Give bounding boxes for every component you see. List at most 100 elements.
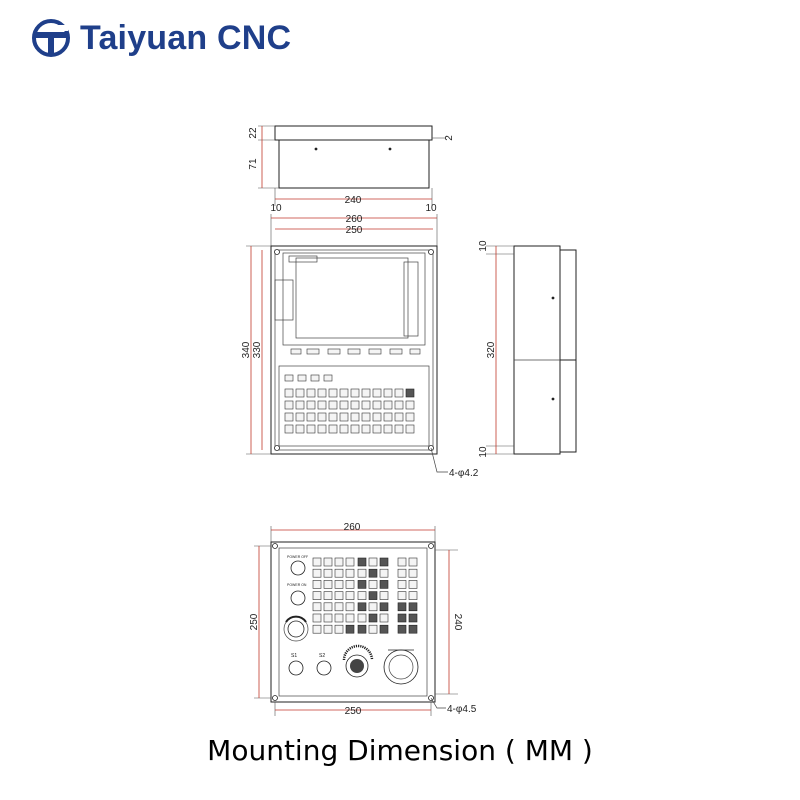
keypad-key [383, 412, 393, 422]
keypad-key [323, 602, 333, 612]
mount-hole [428, 543, 434, 549]
keypad-key [345, 602, 355, 612]
keypad-key [350, 412, 360, 422]
keypad-key [405, 388, 415, 398]
power-off-button-icon [290, 560, 306, 576]
side-view-body [513, 245, 561, 455]
keypad-key [379, 602, 389, 612]
dim-panel-inner-width: 250 [345, 706, 362, 717]
keypad-key [383, 400, 393, 410]
keypad-key [357, 624, 367, 634]
dim-front-outer-width: 260 [346, 214, 363, 225]
dim-front-inner-height: 330 [252, 341, 263, 358]
keypad-key [284, 424, 294, 434]
keypad-key [334, 568, 344, 578]
keypad-key [334, 580, 344, 589]
keypad-key [368, 613, 378, 623]
dim-front-inner-width: 250 [346, 225, 363, 236]
keypad-key [323, 624, 333, 634]
keypad-key [284, 412, 294, 422]
panel-keypad [312, 557, 418, 634]
keypad-key [323, 591, 333, 600]
mount-hole [272, 543, 278, 549]
keypad-key [368, 568, 378, 578]
dim-panel-height-left: 250 [249, 613, 260, 630]
keypad-key [312, 624, 322, 634]
mount-hole [274, 445, 280, 451]
keypad-key [394, 412, 404, 422]
keypad-key [368, 624, 378, 634]
keypad-key [405, 412, 415, 422]
keypad-key [394, 424, 404, 434]
keypad-key [312, 591, 322, 600]
panel-hole-note: 4-φ4.5 [447, 704, 477, 715]
power-on-label: POWER ON [287, 583, 307, 587]
keypad-key [323, 613, 333, 623]
keypad-key [357, 580, 367, 589]
keypad-key [408, 557, 418, 567]
keypad-key [284, 400, 294, 410]
keypad-key [372, 424, 382, 434]
top-view-body [278, 139, 430, 189]
front-view: 260 250 340 3 [241, 214, 479, 479]
keypad-key [361, 388, 371, 398]
keypad-key [397, 591, 407, 600]
keypad-key [345, 580, 355, 589]
front-hole-note: 4-φ4.2 [449, 468, 479, 479]
mount-hole [274, 249, 280, 255]
keypad-key [317, 424, 327, 434]
keypad-key [317, 400, 327, 410]
keypad-key [379, 613, 389, 623]
keypad-key [408, 624, 418, 634]
keypad-key [394, 400, 404, 410]
keypad-key [408, 591, 418, 600]
keypad-key [334, 602, 344, 612]
keypad-key [339, 412, 349, 422]
keypad-key [345, 624, 355, 634]
keypad-key [383, 424, 393, 434]
dim-body-height: 71 [248, 158, 259, 170]
dim-panel-height-right: 240 [452, 614, 463, 631]
keypad-key [312, 613, 322, 623]
keypad-key [284, 374, 294, 382]
mount-hole [272, 695, 278, 701]
keypad-key [345, 557, 355, 567]
keypad-key [408, 568, 418, 578]
keypad-key [350, 388, 360, 398]
keypad-key [323, 557, 333, 567]
dim-front-outer-height: 340 [241, 341, 252, 358]
function-key-row [290, 348, 421, 355]
keypad-key [339, 388, 349, 398]
keypad-key [379, 591, 389, 600]
taiyuan-logo-icon [32, 19, 70, 57]
panel-view: 260 POWER OFF POWER ON S1 S2 [249, 522, 477, 717]
keypad-key [317, 412, 327, 422]
keypad-key [306, 388, 316, 398]
handwheel-icon [383, 649, 419, 685]
dim-top-height: 22 [248, 127, 259, 139]
keypad-key [357, 557, 367, 567]
dim-right-offset: 10 [425, 203, 437, 214]
brand-name: Taiyuan CNC [80, 18, 292, 57]
keypad-key [357, 613, 367, 623]
keypad-key [323, 374, 333, 382]
keypad-key [328, 424, 338, 434]
keypad-key [408, 613, 418, 623]
keypad-key [405, 400, 415, 410]
keypad-key [328, 400, 338, 410]
keypad-key [368, 602, 378, 612]
top-view: 22 71 2 240 10 10 [248, 125, 455, 214]
keypad-key [394, 388, 404, 398]
keypad-key [334, 624, 344, 634]
keypad-key [295, 412, 305, 422]
keypad-key [372, 388, 382, 398]
keypad-key [361, 412, 371, 422]
keypad-key [284, 388, 294, 398]
dim-side-top: 10 [478, 240, 489, 252]
keypad-key [334, 591, 344, 600]
keypad-key [323, 568, 333, 578]
power-off-label: POWER OFF [287, 555, 308, 559]
keypad-key [295, 400, 305, 410]
keypad-key [379, 568, 389, 578]
